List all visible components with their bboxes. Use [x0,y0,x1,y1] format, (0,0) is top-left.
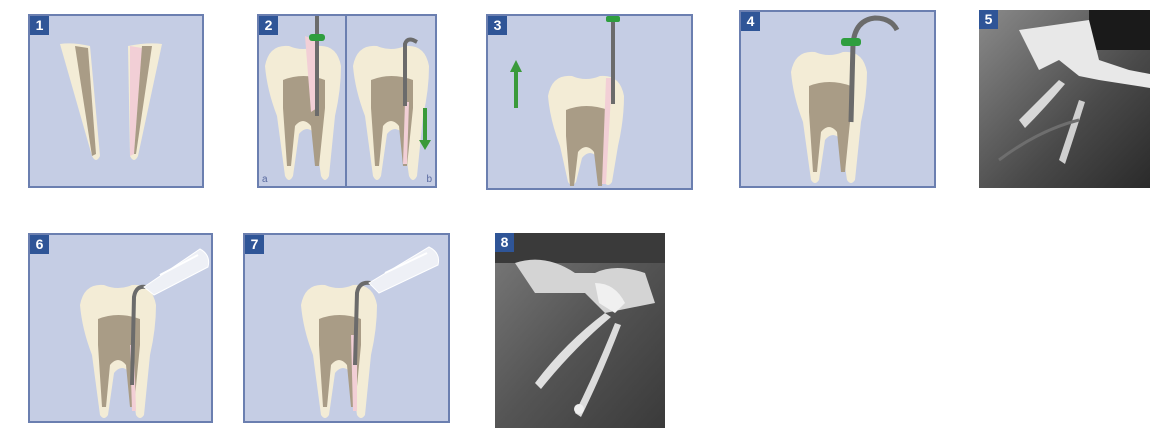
step-2a-label: a [262,174,268,185]
step-8-badge: 8 [495,233,514,252]
down-arrow-icon [259,16,435,186]
step-3-badge: 3 [488,16,507,35]
step-3-panel: 3 [486,14,693,190]
step-6-panel: 6 [28,233,213,423]
step-4-badge: 4 [741,12,760,31]
tooth-filled-canal-illustration [245,235,448,421]
step-1-badge: 1 [30,16,49,35]
dental-xray-image [979,10,1150,188]
tooth-handpiece-illustration [30,235,211,421]
step-7-badge: 7 [245,235,264,254]
root-canal-cross-section-illustration [30,16,202,186]
step-7-panel: 7 [243,233,450,423]
step-4-panel: 4 [739,10,936,188]
step-2b-label: b [426,174,432,185]
step-8-xray-panel: 8 [495,233,665,428]
step-5-xray-panel: 5 [979,10,1150,188]
up-arrow-icon [488,16,691,188]
step-1-panel: 1 [28,14,204,188]
tooth-bent-instrument-illustration [741,12,934,186]
step-2-badge: 2 [259,16,278,35]
dental-xray-result-image [495,233,665,428]
step-6-badge: 6 [30,235,49,254]
step-2-panel: 2 a b [257,14,437,188]
step-5-badge: 5 [979,10,998,29]
